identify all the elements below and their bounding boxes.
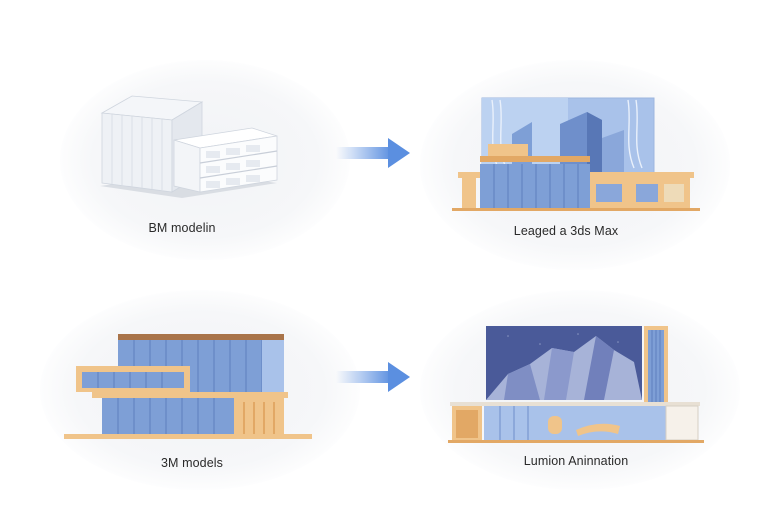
step-4-illustration <box>448 322 704 444</box>
rendered-facade-with-sky-backdrop-icon <box>452 94 700 214</box>
building-with-mountain-backdrop-icon <box>448 322 704 444</box>
step-1-illustration <box>92 88 292 200</box>
step-2-illustration <box>452 94 700 214</box>
arrow-1 <box>336 136 414 170</box>
step-4-caption: Lumion Aninnation <box>466 454 686 468</box>
arrow-2 <box>336 360 414 394</box>
step-1-caption: BM modelin <box>72 221 292 235</box>
step-3-caption: 3M models <box>82 456 302 470</box>
white-massing-model-icon <box>92 88 292 200</box>
step-3-illustration <box>62 330 314 442</box>
colored-building-model-icon <box>62 330 314 442</box>
right-arrow-icon <box>336 136 414 170</box>
right-arrow-icon <box>336 360 414 394</box>
step-2-caption: Leaged a 3ds Max <box>456 224 676 238</box>
